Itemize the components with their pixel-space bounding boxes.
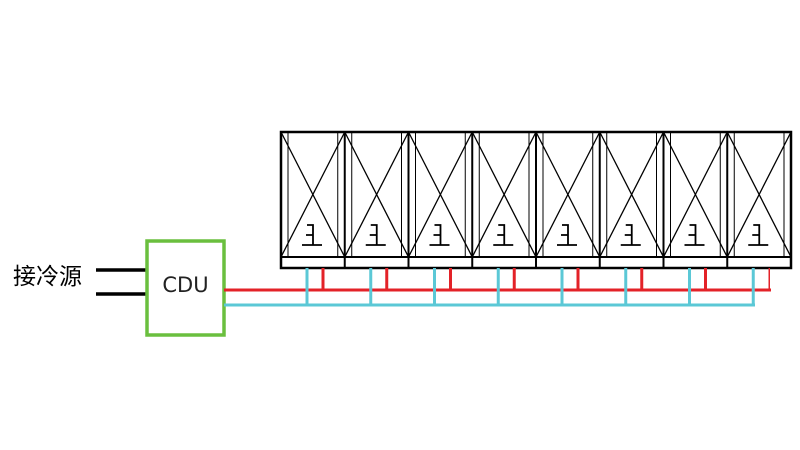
cold-source-label: 接冷源: [13, 264, 82, 290]
cdu-label: CDU: [162, 273, 208, 297]
cdu-unit: CDU: [145, 239, 226, 337]
cabinet-diagonal: [535, 131, 601, 258]
cabinet-connector-icon: [557, 224, 577, 246]
cabinet-diagonal: [599, 131, 665, 258]
server-cabinet-row: [279, 130, 793, 305]
cabinet-diagonal: [471, 131, 537, 258]
cabinet-diagonal: [407, 131, 473, 258]
cabinet-connector-icon: [429, 224, 450, 246]
cold-source-pipes: [96, 268, 147, 296]
cabinet-connector-icon: [748, 224, 769, 246]
cdu-box: [145, 239, 226, 337]
cabinet-diagonal: [726, 131, 792, 258]
cabinet-diagonal: [662, 131, 728, 258]
cabinet-diagonal: [280, 131, 346, 258]
cabinet-connector-icon: [684, 224, 705, 246]
cabinet-connector-icon: [365, 224, 386, 246]
cabinet-connector-icon: [493, 224, 514, 246]
cabinet-connector-icon: [302, 224, 322, 246]
cabinet-diagonal: [344, 131, 410, 258]
cabinet-connector-icon: [620, 224, 641, 246]
